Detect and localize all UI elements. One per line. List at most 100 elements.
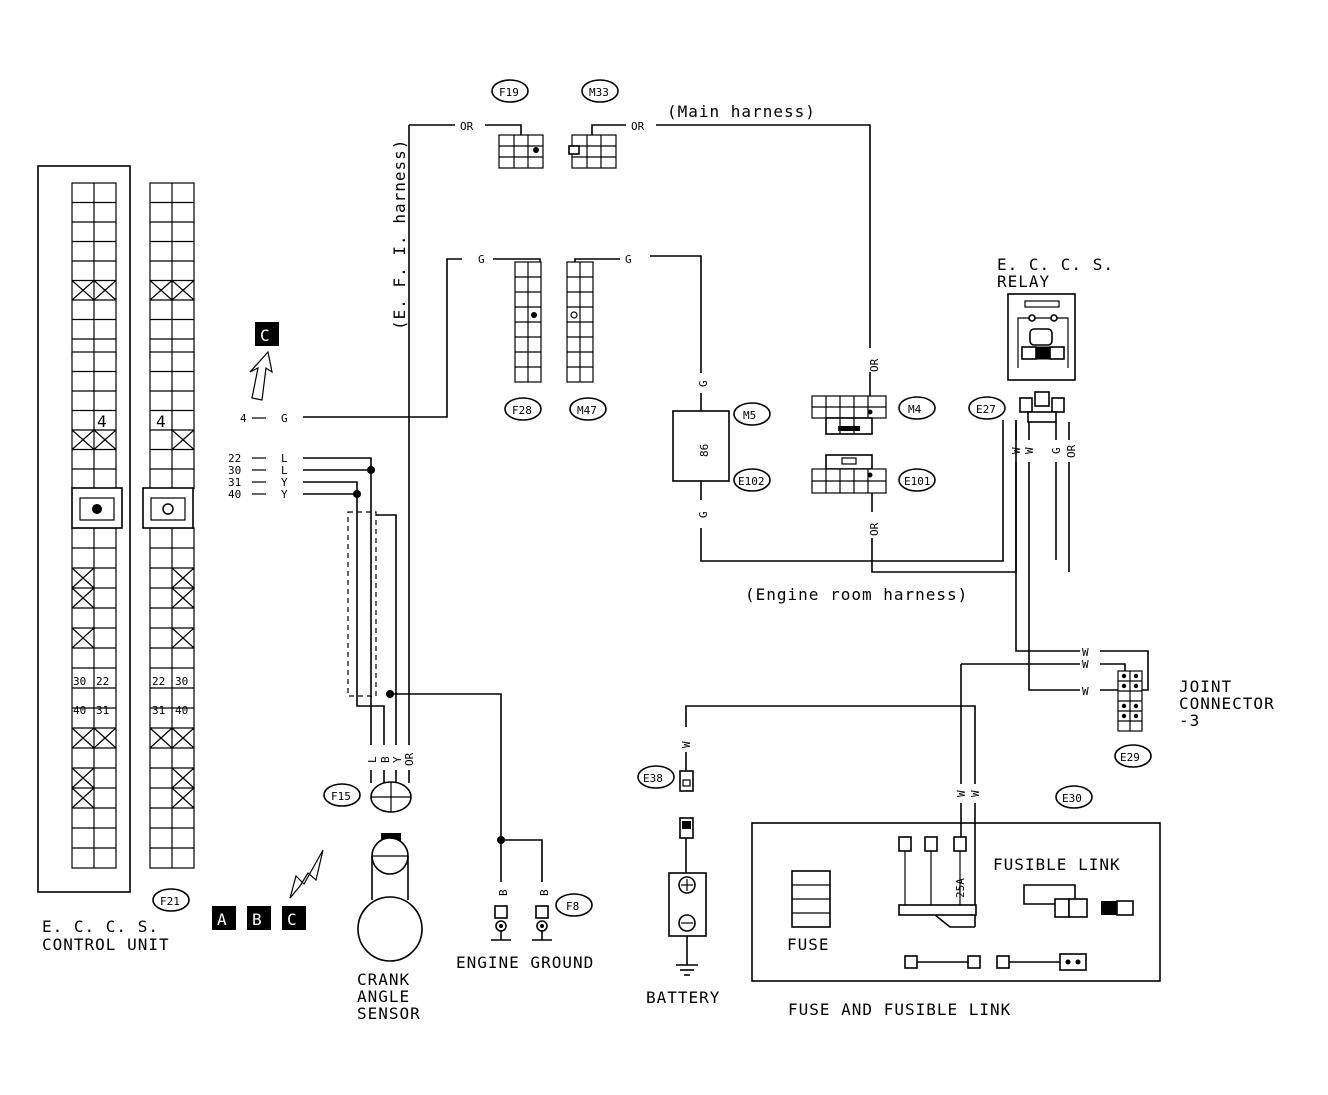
battery-terminal-icon — [679, 770, 694, 839]
fuse-holder-icon — [898, 836, 977, 928]
arrow-down-left-icon — [289, 849, 324, 899]
fuse-link-strip-icon — [904, 953, 1087, 971]
connector-f21-badge: F21 — [152, 888, 190, 912]
connector-m4-label: M4 — [908, 403, 922, 416]
wire-y-crank: Y — [391, 756, 404, 763]
crank-label-1: CRANK — [357, 970, 410, 989]
joint-connector-label-1: JOINT — [1179, 677, 1232, 696]
arrow-up-right-icon — [249, 350, 273, 401]
harness-engine-room-label: (Engine room harness) — [745, 585, 968, 604]
ref-mark-c-top-label: C — [260, 326, 271, 345]
wire-l-pin22: L — [281, 452, 288, 465]
harness-efi-label: (E. F. I. harness) — [390, 139, 409, 330]
shield-dashed — [347, 511, 377, 697]
connector-m47-badge: M47 — [569, 397, 607, 421]
connector-e29-label: E29 — [1120, 751, 1140, 764]
fusible-link-icon — [1023, 884, 1134, 918]
eccs-relay-label-1: E. C. C. S. — [997, 255, 1114, 274]
ecu-cell-31-right: 31 — [152, 704, 165, 717]
connector-e27-badge: E27 — [968, 396, 1006, 420]
connector-m4-icon — [811, 395, 887, 435]
wire-b-crank: B — [379, 756, 392, 763]
connector-m33-label: M33 — [589, 86, 609, 99]
connector-e102-label: E102 — [738, 475, 765, 488]
connector-e30-badge: E30 — [1055, 785, 1093, 809]
connector-e102-badge: E102 — [733, 468, 771, 492]
wire-or-m4-top: OR — [868, 358, 881, 372]
ecu-cell-40-left: 40 — [73, 704, 86, 717]
connector-f28-icon — [514, 261, 542, 383]
wire-l-crank: L — [366, 756, 379, 763]
ground-terminal-1-icon — [491, 905, 511, 941]
connector-m5-badge: M5 — [733, 402, 771, 426]
ref-mark-b: B — [252, 910, 263, 929]
wire-w-fuse-2: W — [969, 790, 982, 797]
wire-y-pin31: Y — [281, 476, 288, 489]
ref-mark-c: C — [287, 910, 298, 929]
harness-main-label: (Main harness) — [667, 102, 816, 121]
wire-w-fuse-1: W — [955, 790, 968, 797]
connector-f19-icon — [498, 134, 544, 169]
wire-w-jc-1: W — [1082, 646, 1089, 659]
ecu-cell-22-left: 22 — [96, 675, 109, 688]
battery-icon — [668, 872, 707, 976]
joint-connector-icon — [1117, 670, 1143, 732]
joint-connector-label-3: -3 — [1179, 711, 1200, 730]
wire-g-e27: G — [1050, 447, 1063, 454]
eccs-unit-label-2: CONTROL UNIT — [42, 935, 170, 954]
connector-m5-e102-body — [672, 410, 730, 482]
connector-e27-label: E27 — [976, 403, 996, 416]
wire-or-f19: OR — [460, 120, 474, 133]
wire-or-e27: OR — [1065, 444, 1078, 458]
connector-e30-label: E30 — [1062, 792, 1082, 805]
wire-g-m5-top: G — [697, 380, 710, 387]
connector-f8-label: F8 — [566, 900, 579, 913]
connector-m5-label: M5 — [743, 409, 756, 422]
fuse-block-icon — [791, 870, 831, 928]
wire-g-pin4: G — [281, 412, 288, 425]
ecu-cell-31-left: 31 — [96, 704, 109, 717]
connector-e101-icon — [811, 454, 887, 494]
ecu-cell-40-right: 40 — [175, 704, 188, 717]
eccs-relay-label-2: RELAY — [997, 272, 1050, 291]
ecu-connector-right — [149, 182, 195, 869]
connector-f19-label: F19 — [499, 86, 519, 99]
connector-f15-badge: F15 — [323, 783, 361, 807]
connector-f8-badge: F8 — [555, 893, 593, 917]
ecu-cell-22-right: 22 — [152, 675, 165, 688]
crank-label-3: SENSOR — [357, 1004, 421, 1023]
wire-w-e27-1: W — [1010, 447, 1023, 454]
wire-y-pin40: Y — [281, 488, 288, 501]
fuse-25a-label: 25A — [954, 878, 967, 898]
ecu-cell-4-left: 4 — [97, 412, 108, 431]
ref-mark-a: A — [217, 910, 228, 929]
connector-e38-label: E38 — [643, 772, 663, 785]
connector-m47-label: M47 — [577, 404, 597, 417]
ground-terminal-2-icon — [532, 905, 552, 941]
wire-g-e102-bottom: G — [697, 511, 710, 518]
connector-f21-label: F21 — [160, 895, 180, 908]
crank-angle-sensor-icon — [357, 781, 423, 962]
pin-30-label: 30 — [228, 464, 241, 477]
joint-connector-label-2: CONNECTOR — [1179, 694, 1275, 713]
fuse-box-frame — [751, 822, 1161, 982]
ecu-cell-4-right: 4 — [156, 412, 167, 431]
connector-e101-badge: E101 — [898, 468, 936, 492]
ecu-cell-30-right: 30 — [175, 675, 188, 688]
wire-b-ground-1: B — [497, 889, 510, 896]
component-86-label: 86 — [698, 444, 711, 457]
connector-m4-badge: M4 — [898, 396, 936, 420]
wire-or-m33: OR — [631, 120, 645, 133]
fuse-label: FUSE — [787, 935, 830, 954]
wire-g-f28: G — [478, 253, 485, 266]
wire-g-m47: G — [625, 253, 632, 266]
connector-f19-badge: F19 — [491, 79, 529, 103]
connector-e38-badge: E38 — [637, 765, 675, 789]
pin-31-label: 31 — [228, 476, 241, 489]
connector-e29-badge: E29 — [1114, 744, 1152, 768]
ecu-cell-30-left: 30 — [73, 675, 86, 688]
ref-mark-c-top: C — [255, 322, 279, 346]
pin-22-label: 22 — [228, 452, 241, 465]
wire-l-pin30: L — [281, 464, 288, 477]
